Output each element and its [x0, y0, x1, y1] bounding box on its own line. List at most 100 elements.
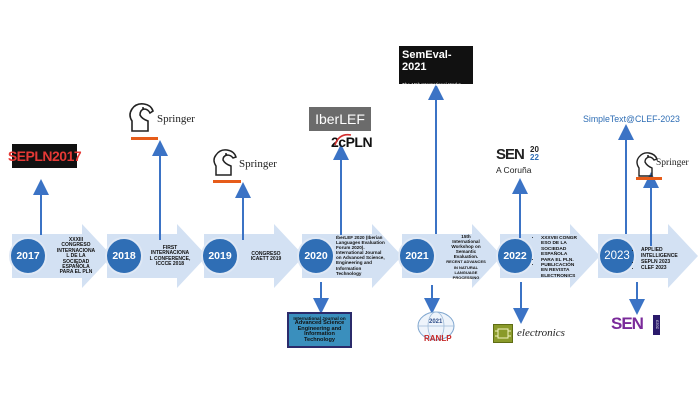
event-line: INTELLIGENCE — [641, 253, 678, 259]
event-text-2020: IberLEF 2020 (Iberian Languages Evaluati… — [336, 235, 400, 276]
sepln2023-logo: SEN 2023 — [611, 314, 661, 336]
event-text-2021: 15th International Workshop on Semantic … — [436, 234, 496, 280]
event-line: Workshop on — [451, 244, 481, 250]
semeval-logo: SemEval-2021 The 15th International Work… — [399, 46, 473, 87]
iberlef-logo-text: IberLEF — [315, 111, 365, 127]
2cpln-swoosh-icon — [334, 133, 352, 146]
semeval-title: SemEval-2021 — [402, 49, 452, 73]
event-text-2019: CONGRESO ICAETT 2019 — [240, 251, 292, 263]
event-line: on Advanced Science, — [336, 255, 385, 261]
ijaseit-line: Information Technology — [304, 331, 335, 343]
chip-pattern — [495, 328, 511, 339]
event-bullet: APPLIED — [641, 247, 694, 253]
sepln2022-logo: SEN 20 22 A Coruña — [496, 145, 554, 179]
event-line: IberLEF 2020 (Iberian — [336, 235, 383, 240]
event-line: Languages Evaluation — [336, 240, 385, 246]
springer-logo-text: Springer — [239, 158, 277, 170]
simpletext-logo-text: SimpleText@CLEF-2023 — [583, 114, 680, 124]
event-line: Technology — [336, 270, 362, 276]
event-line: L CONFERENCE, — [149, 255, 191, 262]
springer-logo-text: Springer — [157, 113, 195, 125]
event-line: PARA EL PLN — [59, 269, 93, 276]
electronics-chip-icon — [493, 324, 513, 343]
event-bullets: XXXVIII CONGR ESO DE LA SOCIEDAD ESPAÑOL… — [534, 236, 594, 279]
event-line: ESPAÑOLA — [541, 252, 568, 258]
ijaseit-line: Engineering and — [297, 325, 342, 332]
springer-horse-icon — [129, 103, 154, 132]
year-circle-2023: 2023 — [598, 237, 636, 275]
sepln2022-city: A Coruña — [496, 165, 532, 175]
event-line: ICAETT 2019 — [250, 256, 282, 263]
ranlp-text: RANLP — [424, 334, 452, 343]
event-line: Engineering and — [336, 260, 372, 266]
electronics-logo-text: electronics — [517, 327, 565, 339]
event-text-2017: XXXIII CONGRESO INTERNACIONA L DE LA SOC… — [50, 237, 102, 276]
springer-underline — [131, 137, 158, 140]
event-bullet: CLEF 2023 — [641, 265, 694, 271]
year-circle-2021: 2021 — [398, 237, 436, 275]
event-line: Semantic — [455, 249, 477, 255]
2cpln-logo: 2cPLN — [331, 134, 373, 150]
event-line: INTERNACIONA — [150, 250, 190, 257]
year-circle-2018: 2018 — [105, 237, 143, 275]
2cpln-logo-text: 2cPLN — [331, 134, 373, 150]
event-line: IN NATURAL — [453, 264, 479, 270]
event-text-2018: FIRST INTERNACIONA L CONFERENCE, ICCCE 2… — [144, 245, 196, 268]
sepln2022-logo-text: SEN — [496, 146, 525, 163]
event-line: ELECTRONICS — [541, 273, 576, 279]
year-circle-2017: 2017 — [9, 237, 47, 275]
event-line: INTERNACIONA — [56, 247, 96, 254]
sepln2023-year-bar: 2023 — [653, 315, 660, 335]
ranlp-globe-icon — [417, 311, 455, 341]
sepln2023-year: 2023 — [654, 320, 660, 329]
event-line: SOCIEDAD — [62, 258, 90, 265]
event-bullet: SEPLN 2023 — [641, 259, 694, 265]
event-line: ESO DE LA — [541, 241, 567, 247]
event-text-2023: APPLIED INTELLIGENCE SEPLN 2023 CLEF 202… — [634, 247, 694, 271]
event-line: CONGRESO — [251, 251, 281, 257]
event-line: SOCIEDAD — [541, 246, 567, 252]
event-line: FIRST — [162, 245, 178, 251]
event-line: Evaluation. — [453, 254, 479, 260]
sepln2017-logo-text: SEPLN2017 — [7, 148, 82, 164]
event-line: International Journal — [336, 250, 382, 256]
event-line: XXXIII — [68, 237, 84, 243]
event-line: International — [452, 239, 480, 245]
event-line: EN REVISTA — [541, 268, 570, 274]
event-line: LANGUAGE — [454, 269, 478, 275]
event-line: Forum 2020). — [336, 245, 365, 251]
springer-underline — [213, 180, 241, 183]
ijaseit-line: International Journal on — [293, 316, 346, 321]
springer-logo-text: Springer — [656, 158, 689, 168]
event-line: ICCCE 2018 — [155, 261, 185, 268]
event-bullet: XXXVIII CONGR — [541, 236, 594, 241]
sepln2023-logo-text: SEN — [611, 314, 644, 333]
ranlp-logo: 2021 RANLP — [416, 310, 456, 346]
event-line: PROCESSING — [452, 274, 480, 280]
year-circle-2019: 2019 — [201, 237, 239, 275]
sepln2017-logo: SEPLN2017 — [8, 144, 82, 168]
semeval-subtitle: The 15th International Works — [402, 82, 461, 87]
sepln2022-year-top: 20 — [530, 145, 539, 154]
sepln2022-year-bottom: 22 — [530, 153, 539, 162]
ijaseit-line: Advanced Science — [294, 320, 345, 327]
springer-underline — [636, 177, 662, 180]
event-bullet: PARA EL PLN. — [541, 258, 594, 263]
event-line: CONGRESO — [61, 242, 91, 249]
event-line: L DE LA — [66, 253, 86, 260]
year-circle-2022: 2022 — [496, 237, 534, 275]
event-line: ESPAÑOLA — [62, 264, 90, 271]
event-line: RECENT ADVANCES — [446, 259, 486, 265]
year-circle-2020: 2020 — [297, 237, 335, 275]
springer-horse-icon — [636, 152, 658, 177]
event-text-2022: XXXVIII CONGR ESO DE LA SOCIEDAD ESPAÑOL… — [534, 236, 594, 279]
ijaseit-logo: International Journal on Advanced Scienc… — [287, 312, 352, 348]
iberlef-logo: IberLEF — [309, 107, 371, 131]
event-bullet: PUBLICACIÓN — [541, 263, 594, 268]
ranlp-year: 2021 — [429, 319, 443, 325]
event-line: Information — [336, 265, 362, 271]
event-line: 15th — [461, 234, 471, 239]
springer-horse-icon — [213, 149, 237, 176]
